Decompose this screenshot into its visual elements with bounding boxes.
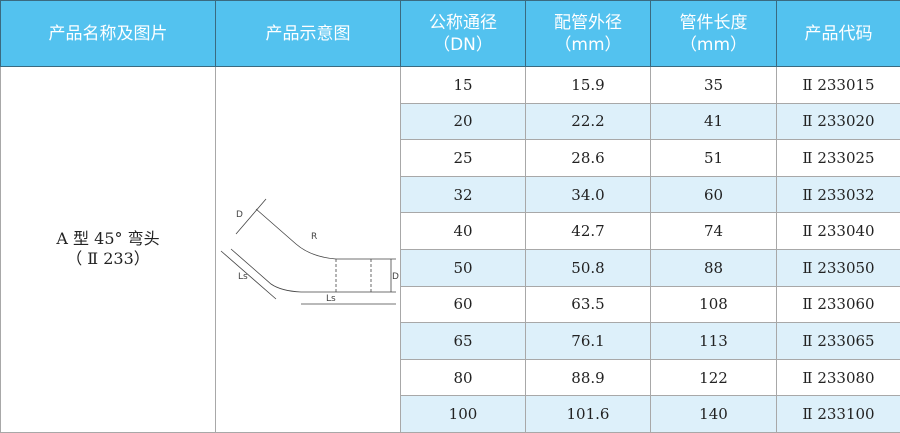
header-pipe-od: 配管外径（mm）: [526, 1, 651, 67]
length-cell: 41: [651, 103, 777, 140]
pipe-od-cell: 101.6: [526, 396, 651, 433]
length-cell: 108: [651, 286, 777, 323]
dn-cell: 100: [401, 396, 526, 433]
length-cell: 140: [651, 396, 777, 433]
header-product-name: 产品名称及图片: [1, 1, 216, 67]
code-cell: Ⅱ 233032: [777, 176, 900, 213]
label-r: R: [311, 232, 317, 242]
dn-cell: 65: [401, 323, 526, 360]
label-d1: D: [236, 210, 243, 220]
dn-cell: 25: [401, 140, 526, 177]
code-cell: Ⅱ 233050: [777, 249, 900, 286]
length-cell: 122: [651, 359, 777, 396]
code-cell: Ⅱ 233100: [777, 396, 900, 433]
code-cell: Ⅱ 233020: [777, 103, 900, 140]
code-cell: Ⅱ 233080: [777, 359, 900, 396]
length-cell: 35: [651, 67, 777, 104]
dn-cell: 50: [401, 249, 526, 286]
code-cell: Ⅱ 233040: [777, 213, 900, 250]
code-cell: Ⅱ 233015: [777, 67, 900, 104]
length-cell: 60: [651, 176, 777, 213]
pipe-od-cell: 88.9: [526, 359, 651, 396]
dn-cell: 32: [401, 176, 526, 213]
label-ls2: Ls: [326, 294, 336, 304]
header-diagram: 产品示意图: [216, 1, 401, 67]
pipe-od-cell: 28.6: [526, 140, 651, 177]
header-product-code: 产品代码: [777, 1, 900, 67]
pipe-od-cell: 76.1: [526, 323, 651, 360]
product-name-cell: A 型 45° 弯头（ Ⅱ 233）: [1, 67, 216, 433]
product-series: （ Ⅱ 233）: [66, 249, 150, 268]
pipe-od-cell: 34.0: [526, 176, 651, 213]
pipe-od-cell: 42.7: [526, 213, 651, 250]
product-name: A 型 45° 弯头: [56, 229, 159, 248]
length-cell: 88: [651, 249, 777, 286]
label-d2: D: [392, 272, 399, 282]
header-row: 产品名称及图片 产品示意图 公称通径（DN） 配管外径（mm） 管件长度（mm）…: [1, 1, 900, 67]
length-cell: 113: [651, 323, 777, 360]
dn-cell: 80: [401, 359, 526, 396]
pipe-od-cell: 50.8: [526, 249, 651, 286]
code-cell: Ⅱ 233065: [777, 323, 900, 360]
header-dn: 公称通径（DN）: [401, 1, 526, 67]
length-cell: 51: [651, 140, 777, 177]
label-ls1: Ls: [238, 272, 248, 282]
pipe-od-cell: 15.9: [526, 67, 651, 104]
dn-cell: 20: [401, 103, 526, 140]
header-fitting-length: 管件长度（mm）: [651, 1, 777, 67]
dn-cell: 40: [401, 213, 526, 250]
pipe-od-cell: 22.2: [526, 103, 651, 140]
code-cell: Ⅱ 233025: [777, 140, 900, 177]
dn-cell: 60: [401, 286, 526, 323]
pipe-od-cell: 63.5: [526, 286, 651, 323]
code-cell: Ⅱ 233060: [777, 286, 900, 323]
length-cell: 74: [651, 213, 777, 250]
dn-cell: 15: [401, 67, 526, 104]
